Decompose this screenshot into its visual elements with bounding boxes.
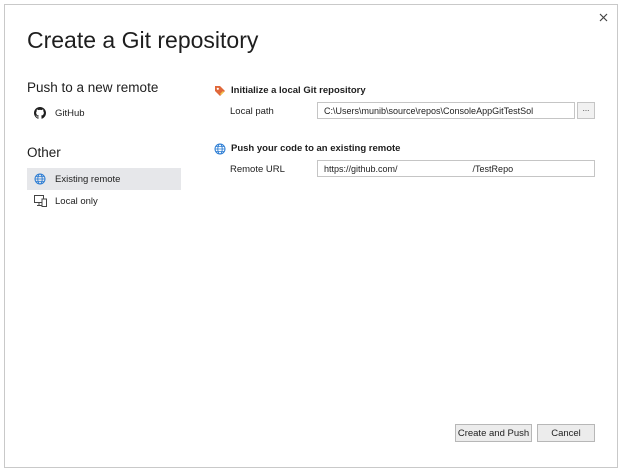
- local-computer-icon: [33, 194, 47, 208]
- cancel-button[interactable]: Cancel: [537, 424, 595, 442]
- initialize-local-repo-title: Initialize a local Git repository: [231, 85, 366, 96]
- push-existing-remote-header: Push your code to an existing remote: [213, 142, 400, 155]
- other-header: Other: [27, 145, 61, 160]
- initialize-local-repo-header: Initialize a local Git repository: [213, 84, 366, 97]
- local-path-label: Local path: [230, 106, 274, 117]
- sidebar-item-local-only[interactable]: Local only: [27, 190, 181, 212]
- push-existing-remote-title: Push your code to an existing remote: [231, 143, 401, 154]
- local-path-input[interactable]: [317, 102, 575, 119]
- remote-url-label: Remote URL: [230, 164, 285, 175]
- remote-url-input[interactable]: [317, 160, 595, 177]
- sidebar-item-github[interactable]: GitHub: [27, 102, 181, 124]
- git-tag-icon: [213, 84, 226, 97]
- sidebar-item-label: Existing remote: [55, 173, 121, 185]
- close-icon: [599, 9, 608, 27]
- globe-icon: [33, 172, 47, 186]
- sidebar-item-label: GitHub: [55, 107, 85, 119]
- sidebar-item-existing-remote[interactable]: Existing remote: [27, 168, 181, 190]
- browse-button[interactable]: ...: [577, 102, 595, 119]
- close-button[interactable]: [596, 11, 610, 25]
- github-icon: [33, 106, 47, 120]
- dialog-title: Create a Git repository: [27, 27, 259, 53]
- push-to-new-remote-header: Push to a new remote: [27, 80, 159, 95]
- dialog-window: [4, 4, 618, 468]
- globe-icon: [213, 142, 226, 155]
- create-and-push-button[interactable]: Create and Push: [455, 424, 532, 442]
- sidebar-item-label: Local only: [55, 195, 98, 207]
